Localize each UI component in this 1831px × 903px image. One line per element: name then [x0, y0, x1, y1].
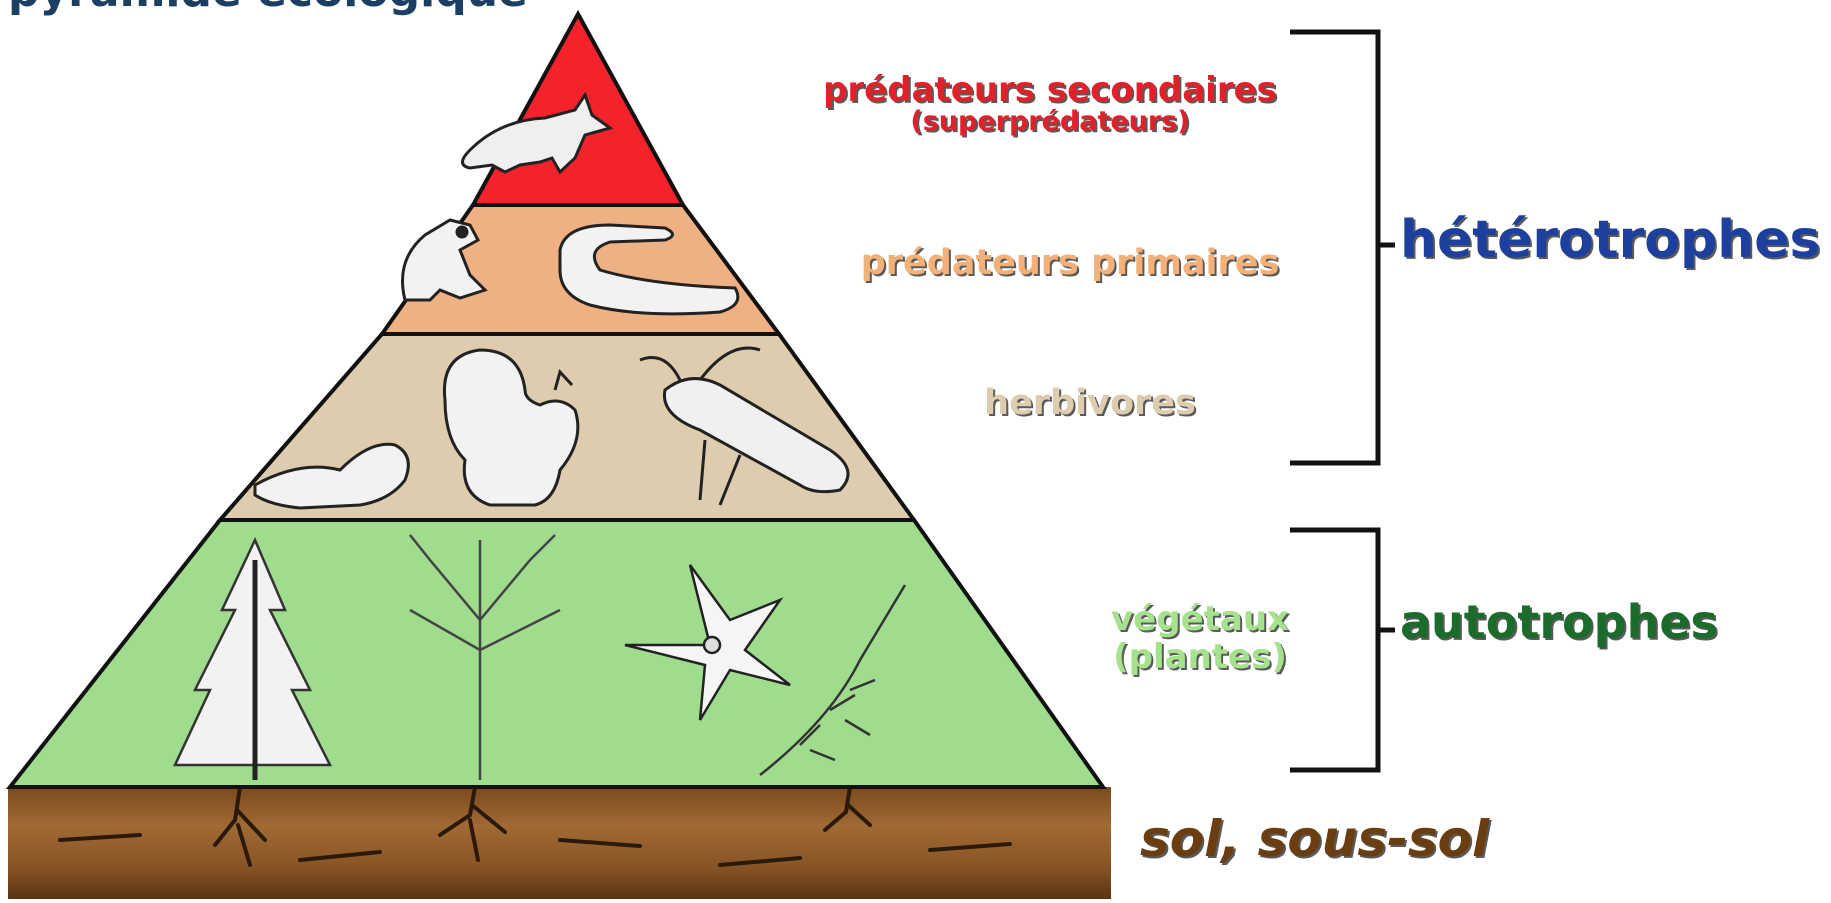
label-soil: sol, sous-sol: [1140, 810, 1489, 868]
label-plants-line1: végétaux: [1111, 599, 1289, 639]
label-secondary-predators: prédateurs secondaires (superprédateurs): [770, 72, 1330, 136]
label-herbivores: herbivores: [960, 383, 1220, 423]
soil-layer: [8, 787, 1111, 899]
label-secondary-predators-main: prédateurs secondaires: [823, 70, 1277, 110]
label-superpredators: (superprédateurs): [770, 108, 1330, 136]
page-title: pyramide écologique: [8, 0, 528, 17]
label-plants: végétaux (plantes): [1080, 600, 1320, 676]
label-primary-predators: prédateurs primaires: [820, 243, 1320, 283]
label-heterotrophes: hétérotrophes: [1400, 210, 1820, 270]
label-autotrophes: autotrophes: [1400, 595, 1718, 649]
label-plants-line2: (plantes): [1113, 637, 1287, 677]
level-plants-band: [10, 520, 1103, 787]
